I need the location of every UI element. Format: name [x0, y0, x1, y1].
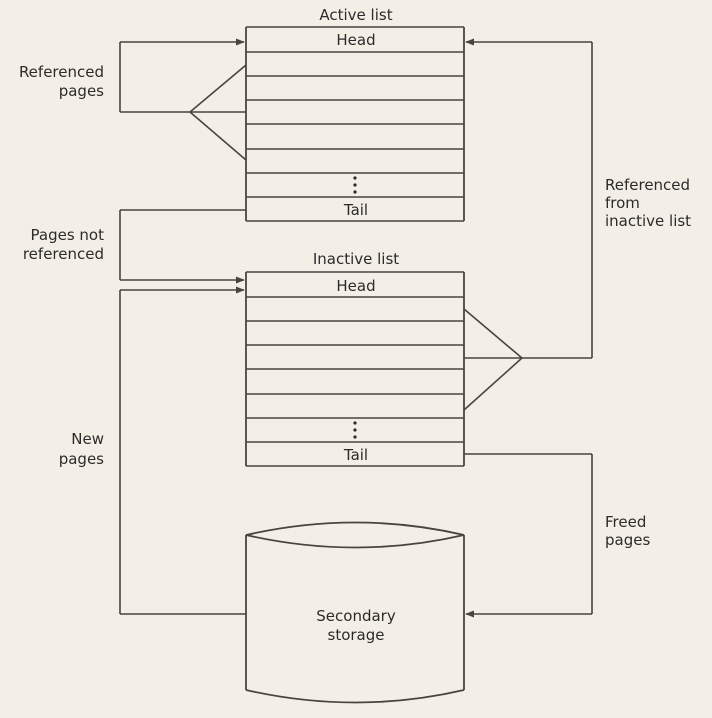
referenced-pages-label-1: Referenced — [19, 63, 104, 81]
referenced-from-inactive-label-1: Referenced — [605, 176, 690, 194]
pages-not-referenced-label-2: referenced — [23, 245, 104, 263]
referenced-pages-arrow: Referenced pages — [19, 38, 247, 161]
inactive-list-slots — [246, 271, 464, 467]
active-list-title: Active list — [319, 6, 392, 24]
pages-not-referenced-label-1: Pages not — [31, 226, 105, 244]
storage-bottom — [245, 689, 465, 704]
inactive-list-ellipsis — [353, 421, 357, 439]
inactive-list-tail: Tail — [343, 446, 368, 464]
referenced-from-inactive-label-2: from — [605, 194, 640, 212]
new-pages-arrow: New pages — [59, 286, 246, 615]
active-list-tail: Tail — [343, 201, 368, 219]
pages-not-referenced-arrow: Pages not referenced — [23, 209, 246, 284]
inactive-list-title: Inactive list — [313, 250, 399, 268]
referenced-pages-label-2: pages — [59, 82, 104, 100]
freed-pages-label-1: Freed — [605, 513, 646, 531]
freed-pages-label-2: pages — [605, 531, 650, 549]
storage-label-line1: Secondary — [316, 607, 396, 625]
inactive-list-head: Head — [336, 277, 375, 295]
active-list-ellipsis — [353, 176, 357, 194]
active-list: Active list Head Tail — [245, 6, 465, 222]
freed-pages-arrow: Freed pages — [464, 453, 650, 618]
active-list-slots — [246, 26, 464, 222]
storage-label-line2: storage — [328, 626, 385, 644]
active-list-head: Head — [336, 31, 375, 49]
secondary-storage: Secondary storage — [245, 521, 465, 704]
referenced-from-inactive-label-3: inactive list — [605, 212, 691, 230]
referenced-from-inactive-arrow: Referenced from inactive list — [463, 38, 691, 411]
storage-top — [245, 521, 465, 549]
new-pages-label-1: New — [71, 430, 104, 448]
new-pages-label-2: pages — [59, 450, 104, 468]
inactive-list: Inactive list Head Tail — [245, 250, 465, 467]
